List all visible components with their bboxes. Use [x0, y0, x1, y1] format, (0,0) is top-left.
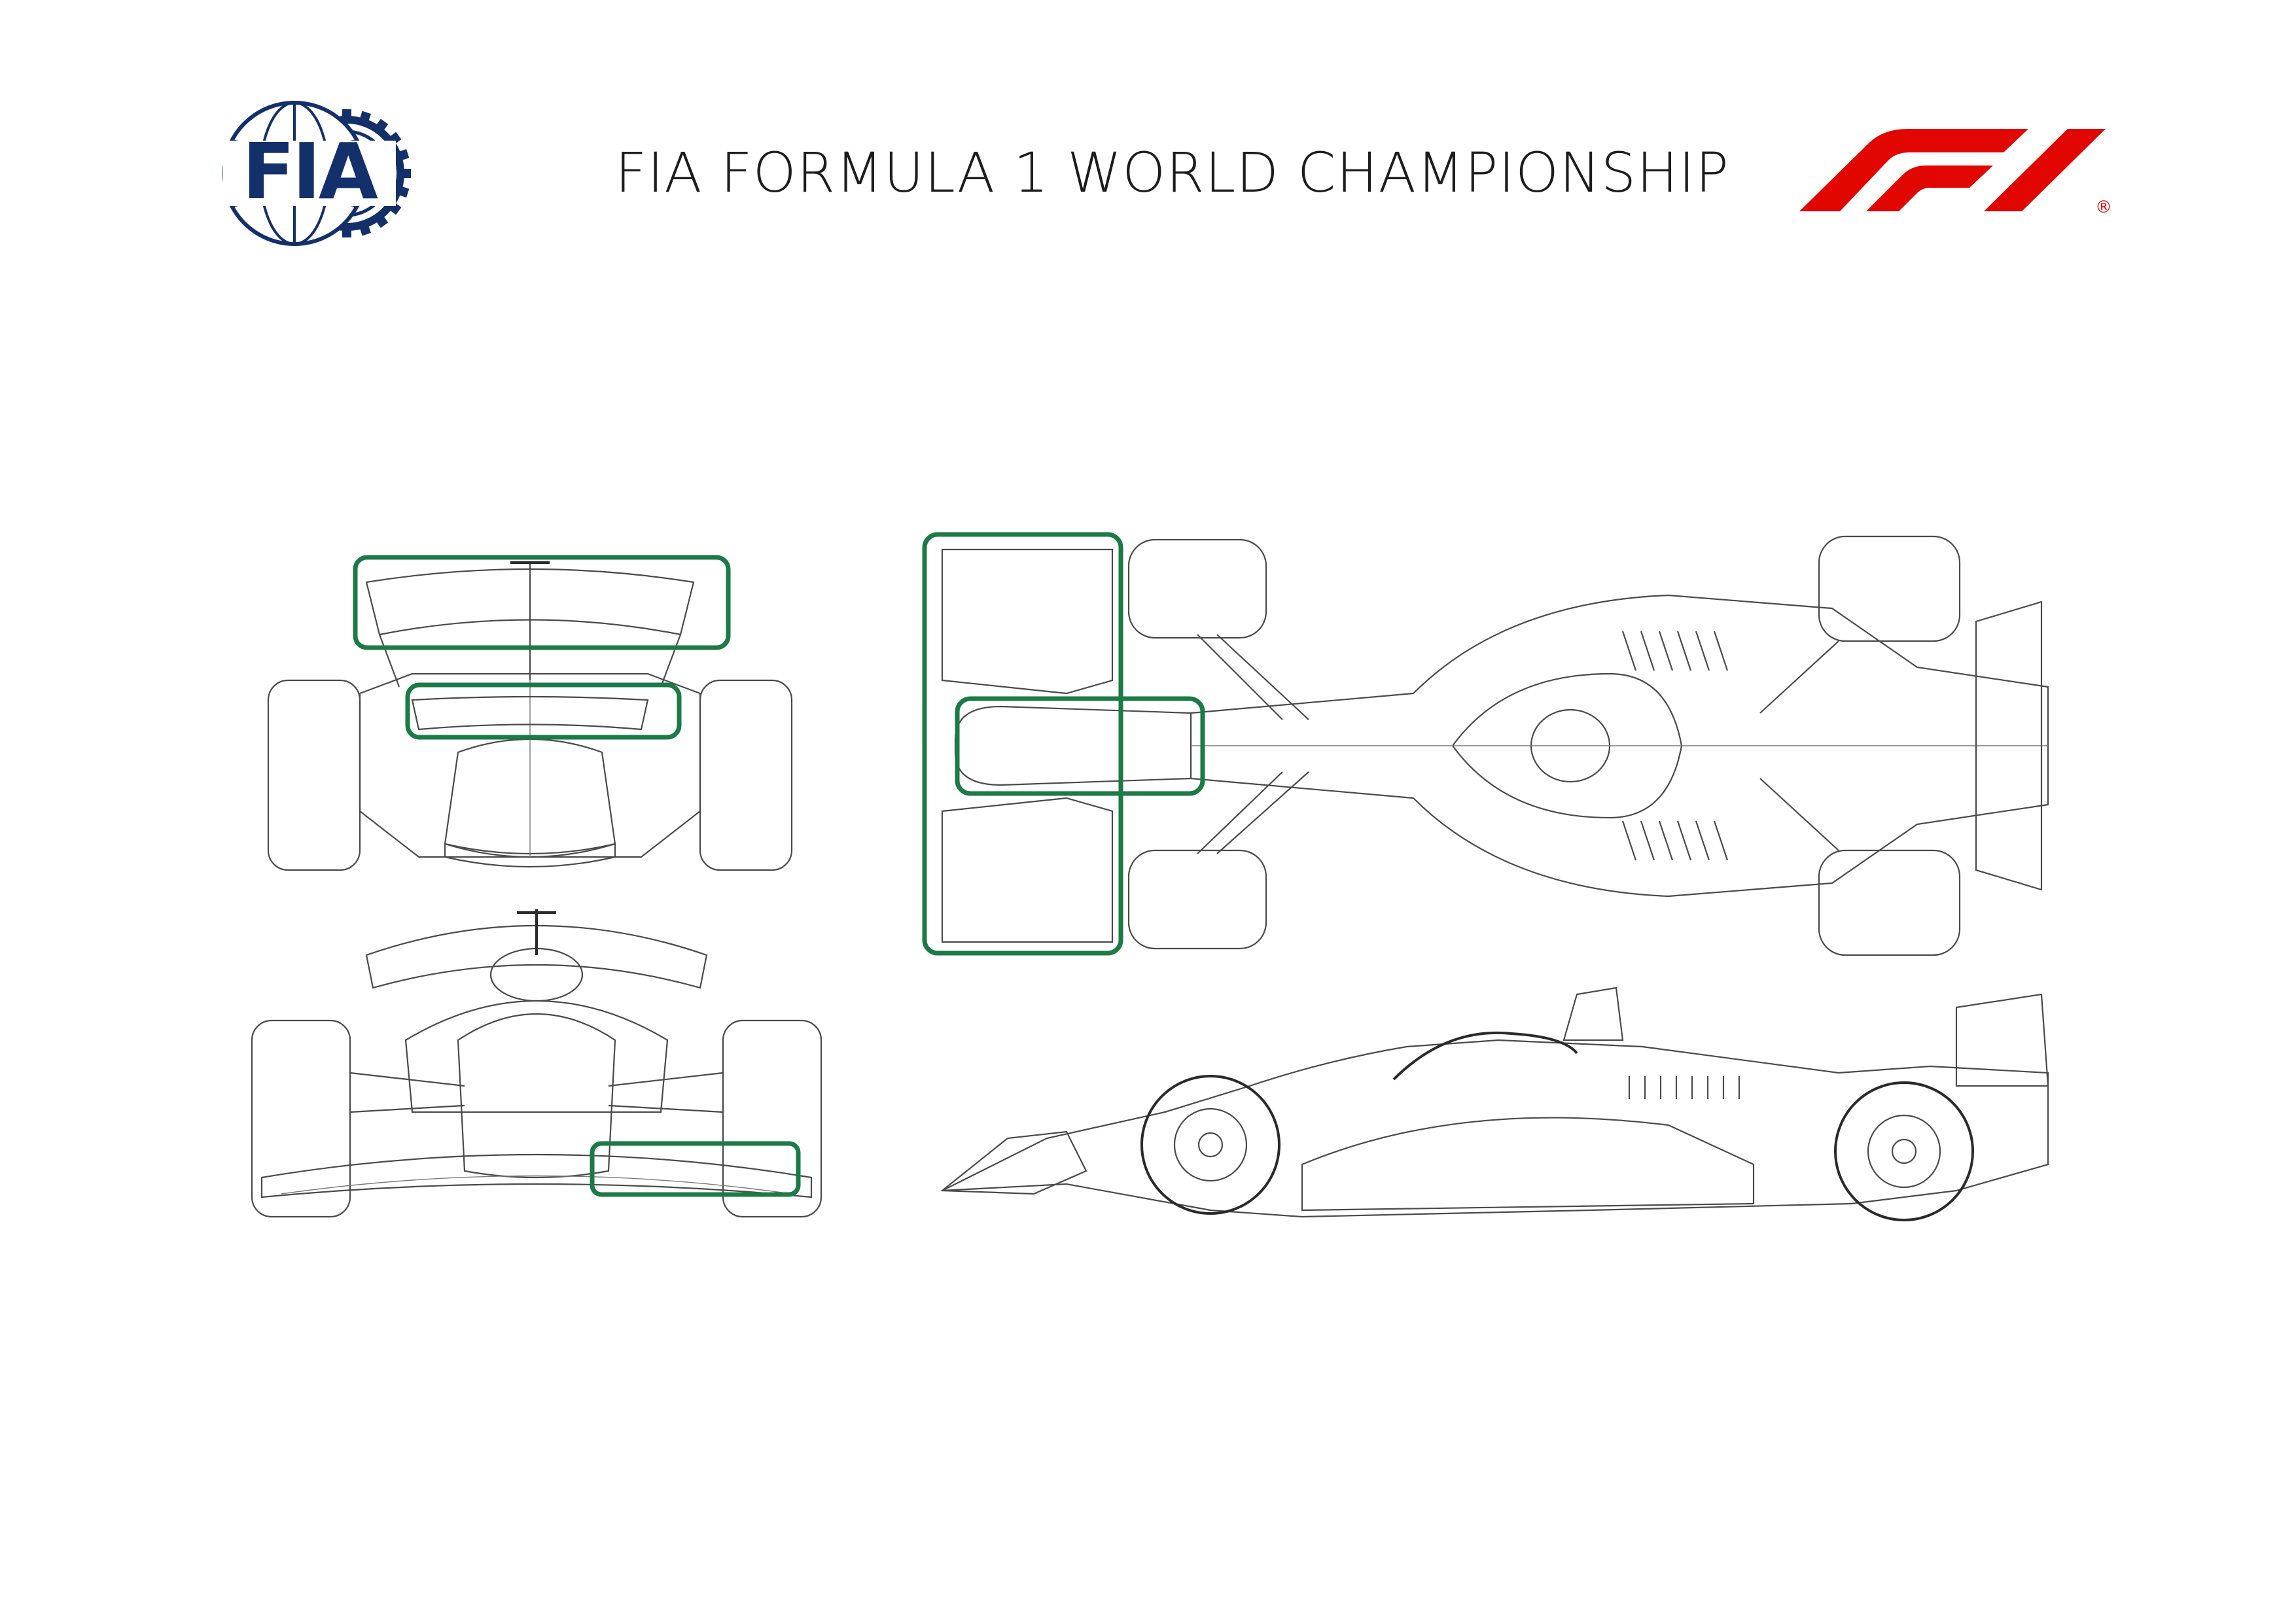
page-title: FIA FORMULA 1 WORLD CHAMPIONSHIP	[615, 141, 1729, 205]
front-right-tyre-top	[1127, 849, 1267, 950]
chassis-side	[942, 1039, 2049, 1218]
chassis-top	[1190, 594, 2049, 898]
beam-wing-highlight	[405, 682, 682, 740]
front-wheel-side	[1140, 1075, 1280, 1215]
rear-wing	[365, 568, 695, 636]
front-view	[251, 909, 822, 1218]
sidepod-louvres	[1621, 631, 1729, 861]
f1-logo-mark	[1799, 129, 2106, 211]
front-wing-side	[940, 1130, 1087, 1195]
rear-wing-highlight	[353, 555, 731, 650]
rear-view	[267, 555, 793, 871]
front-wing-top-highlight	[922, 532, 1123, 956]
rear-left-tyre	[267, 679, 361, 871]
rear-right-tyre	[699, 679, 793, 871]
side-louvres	[1628, 1076, 1740, 1099]
front-wing	[260, 1153, 813, 1198]
fia-logo-text: FIA	[242, 126, 378, 217]
front-right-tyre	[722, 1019, 822, 1218]
side-view	[940, 986, 2049, 1221]
rear-wing-side	[1955, 993, 2049, 1087]
front-left-tyre-top	[1127, 538, 1267, 639]
f1-logo-icon: ® F1	[1799, 129, 2112, 217]
top-view	[922, 532, 2049, 956]
rear-wheel-side	[1834, 1081, 1974, 1221]
front-wing-highlight	[590, 1141, 801, 1197]
registered-mark: ®	[2095, 198, 2112, 217]
rear-right-tyre-top	[1818, 849, 1961, 956]
front-left-tyre	[251, 1019, 351, 1218]
rear-left-tyre-top	[1818, 535, 1961, 642]
fia-logo-icon: FIA	[222, 101, 411, 246]
nose-top-highlight	[955, 696, 1205, 796]
